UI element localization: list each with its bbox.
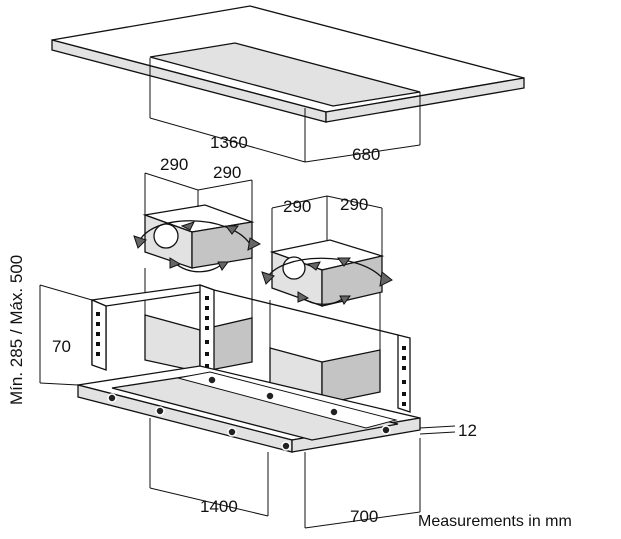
hood-dimension-lines (149, 418, 421, 529)
light-icon (329, 407, 339, 417)
light-icon (227, 427, 237, 437)
light-icon (381, 425, 391, 435)
hood-width-label: 1400 (200, 497, 238, 516)
rotate-arrow-icon (265, 257, 385, 281)
hood-filter-panel (111, 374, 399, 441)
mounting-frame (89, 284, 411, 413)
thickness-dimension-lines (419, 425, 456, 435)
left-duct-cube (133, 172, 262, 273)
hood-body (77, 365, 421, 453)
left-duct-dim-a: 290 (160, 155, 188, 174)
right-vertical-duct (269, 292, 381, 405)
height-dimension-lines (39, 284, 93, 386)
left-vertical-duct (144, 258, 253, 373)
right-duct-dim-a: 290 (283, 197, 311, 216)
light-icon (265, 391, 275, 401)
units-caption: Measurements in mm (418, 513, 572, 530)
hood-thickness-label: 12 (458, 421, 477, 440)
light-icon (107, 393, 117, 403)
hood-depth-label: 700 (350, 507, 378, 526)
height-range-label: Mín. 285 / Máx. 500 (7, 255, 26, 405)
ceiling-plate (51, 5, 525, 123)
light-icon (155, 406, 165, 416)
light-icon (207, 375, 217, 385)
right-duct-cube (261, 195, 393, 307)
rotate-arrow-icon (137, 220, 251, 245)
duct-opening-icon (153, 223, 179, 249)
right-duct-dim-b: 290 (340, 195, 368, 214)
left-duct-dim-b: 290 (213, 163, 241, 182)
ceiling-depth-label: 680 (352, 145, 380, 164)
bracket-height-label: 70 (52, 337, 71, 356)
light-icon (281, 441, 291, 451)
ceiling-dimension-lines (149, 58, 421, 163)
ceiling-width-label: 1360 (210, 133, 248, 152)
right-bracket (397, 334, 411, 413)
